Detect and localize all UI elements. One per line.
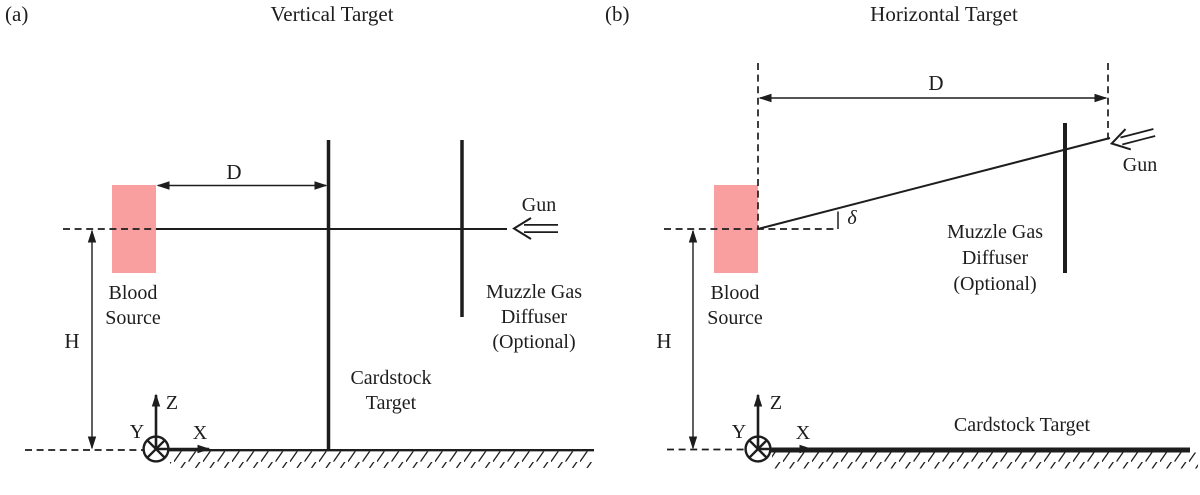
x-axis-label-b: X: [795, 422, 811, 444]
delta-angle-label-b: δ: [847, 207, 857, 229]
h-dimension-label-a: H: [64, 329, 80, 353]
panel-a-diagram: [25, 140, 594, 468]
y-axis-label-b: Y: [731, 421, 747, 443]
muzzle-diffuser-label-b: Muzzle Gas Diffuser (Optional): [946, 221, 1044, 295]
d-dimension-label-b: D: [928, 71, 944, 95]
blood-source-label-b: Blood Source: [707, 282, 763, 329]
blood-source-label-a: Blood Source: [105, 282, 161, 329]
cardstock-target-label-a: Cardstock Target: [350, 367, 432, 414]
panel-a-title: Vertical Target: [270, 2, 394, 26]
gun-arrow-icon-b: [1109, 128, 1156, 151]
z-axis-label-a: Z: [165, 392, 179, 414]
trajectory-line-b: [757, 137, 1111, 230]
d-dimension-label-a: D: [226, 160, 242, 184]
x-axis-label-a: X: [192, 422, 208, 444]
y-axis-label-a: Y: [129, 421, 145, 443]
gun-arrow-icon-a: [512, 217, 558, 240]
z-axis-label-b: Z: [769, 392, 783, 414]
gun-label-a: Gun: [521, 194, 557, 216]
h-dimension-label-b: H: [656, 329, 672, 353]
panel-b-tag: (b): [605, 2, 630, 26]
ground-hatching-a: [170, 451, 594, 468]
panel-b-title: Horizontal Target: [870, 2, 1018, 26]
cardstock-target-label-b: Cardstock Target: [953, 414, 1091, 436]
ground-hatching-b: [772, 452, 1198, 469]
gun-label-b: Gun: [1122, 154, 1158, 176]
panel-b-diagram: [664, 63, 1198, 469]
panel-a-tag: (a): [5, 2, 29, 26]
muzzle-diffuser-label-a: Muzzle Gas Diffuser (Optional): [485, 281, 583, 353]
